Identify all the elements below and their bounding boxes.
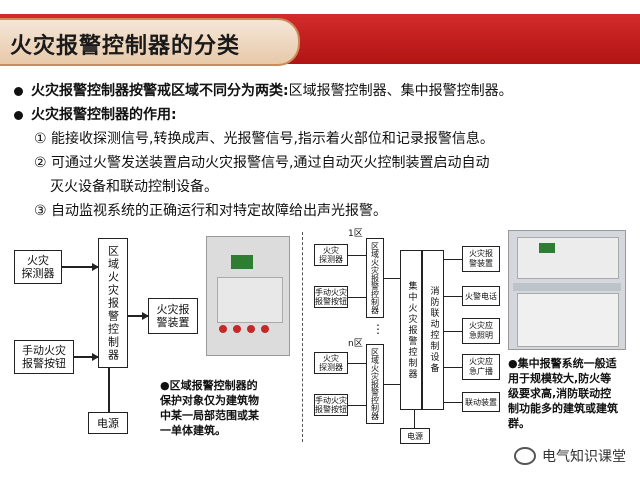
central-controller-photo bbox=[508, 230, 626, 350]
bullet-2-text: 火灾报警控制器的作用: bbox=[31, 107, 177, 123]
linkage-box: 消防联动控制设备 bbox=[422, 250, 444, 410]
detector-1-box: 火灾 探测器 bbox=[314, 244, 348, 266]
central-controller-box: 集中火灾报警控制器 bbox=[400, 250, 422, 410]
regional-n-box: 区域火灾报警控制器 bbox=[366, 344, 384, 424]
button-icon bbox=[247, 325, 255, 333]
divider bbox=[302, 232, 303, 442]
connector-line bbox=[414, 410, 415, 428]
connector-line bbox=[444, 296, 462, 297]
page-title: 火灾报警控制器的分类 bbox=[10, 34, 241, 59]
connector-line bbox=[108, 368, 110, 412]
item-1: ① 能接收探测信号,转换成声、光报警信号,指示着火部位和记录报警信息。 bbox=[34, 131, 494, 147]
zone-1-label: 1区 bbox=[348, 229, 363, 239]
detector-box: 火灾 探测器 bbox=[14, 250, 62, 284]
regional-controller-photo bbox=[206, 236, 290, 356]
indicator-panel bbox=[217, 277, 283, 323]
cabinet-top bbox=[517, 237, 619, 279]
item-2b: 灭火设备和联动控制设备。 bbox=[50, 179, 218, 195]
arrow-right-icon bbox=[92, 353, 99, 361]
connector-line bbox=[384, 384, 400, 385]
button-icon bbox=[261, 325, 269, 333]
connector-line bbox=[128, 315, 148, 317]
bullet-1: 火灾报警控制器按警戒区域不同分为两类:区域报警控制器、集中报警控制器。 bbox=[14, 80, 513, 102]
connector-line bbox=[444, 367, 462, 368]
output-linkage-box: 联动装置 bbox=[462, 392, 500, 412]
manual-button-box: 手动火灾 报警按钮 bbox=[14, 340, 74, 374]
manual-1-box: 手动火灾 报警按钮 bbox=[314, 286, 348, 308]
zone-n-label: n区 bbox=[348, 339, 363, 349]
arrow-right-icon bbox=[142, 312, 149, 320]
connector-line bbox=[62, 266, 98, 268]
item-2a: ② 可通过火警发送装置启动火灾报警信号,通过自动灭火控制装置启动自动 bbox=[34, 155, 490, 171]
cabinet-base bbox=[517, 293, 619, 347]
manual-n-box: 手动火灾 报警按钮 bbox=[314, 394, 348, 416]
watermark: 电气知识课堂 bbox=[514, 446, 626, 466]
wechat-icon bbox=[514, 447, 536, 465]
output-light-box: 火灾应 急照明 bbox=[462, 318, 500, 344]
connector-line bbox=[384, 278, 400, 279]
connector-line bbox=[348, 297, 366, 298]
regional-note: ●区域报警控制器的 保护对象仅为建筑物 中某一局部范围或某 一单体建筑。 bbox=[160, 379, 259, 437]
connector-line bbox=[74, 356, 98, 358]
output-alarm-box: 火灾报 警装置 bbox=[462, 246, 500, 272]
regional-controller-box: 区域火灾报警控制器 bbox=[98, 238, 128, 368]
connector-line bbox=[348, 255, 366, 256]
bullet-1-rest: 区域报警控制器、集中报警控制器。 bbox=[288, 83, 513, 99]
connector-line bbox=[348, 405, 366, 406]
button-icon bbox=[219, 325, 227, 333]
bullet-2: 火灾报警控制器的作用: bbox=[14, 104, 177, 126]
power-right-box: 电源 bbox=[400, 428, 430, 444]
alarm-device-box: 火灾报 警装置 bbox=[148, 298, 198, 334]
central-note: ●集中报警系统一般适 用于规模较大,防火等 级要求高,消防联动控 制功能多的建筑… bbox=[508, 357, 618, 430]
arrow-right-icon bbox=[92, 263, 99, 271]
title-tab bbox=[0, 18, 300, 66]
button-icon bbox=[233, 325, 241, 333]
power-box: 电源 bbox=[88, 412, 128, 434]
ellipsis: ⋮ bbox=[372, 322, 384, 336]
connector-line bbox=[444, 331, 462, 332]
desk-surface bbox=[513, 283, 621, 291]
bullet-1-bold: 火灾报警控制器按警戒区域不同分为两类: bbox=[31, 83, 289, 99]
output-phone-box: 火警电话 bbox=[462, 286, 500, 306]
display-screen bbox=[539, 243, 555, 253]
output-broadcast-box: 火灾应 急广播 bbox=[462, 354, 500, 380]
display-screen bbox=[231, 255, 253, 269]
watermark-text: 电气知识课堂 bbox=[542, 449, 626, 465]
detector-n-box: 火灾 探测器 bbox=[314, 352, 348, 374]
connector-line bbox=[444, 259, 462, 260]
bullet-dot-icon bbox=[14, 110, 23, 120]
item-3: ③ 自动监视系统的正确运行和对特定故障给出声光报警。 bbox=[34, 203, 387, 219]
bullet-dot-icon bbox=[14, 86, 23, 96]
connector-line bbox=[348, 363, 366, 364]
header: 火灾报警控制器的分类 bbox=[0, 0, 640, 70]
connector-line bbox=[444, 402, 462, 403]
regional-1-box: 区域火灾报警控制器 bbox=[366, 238, 384, 318]
